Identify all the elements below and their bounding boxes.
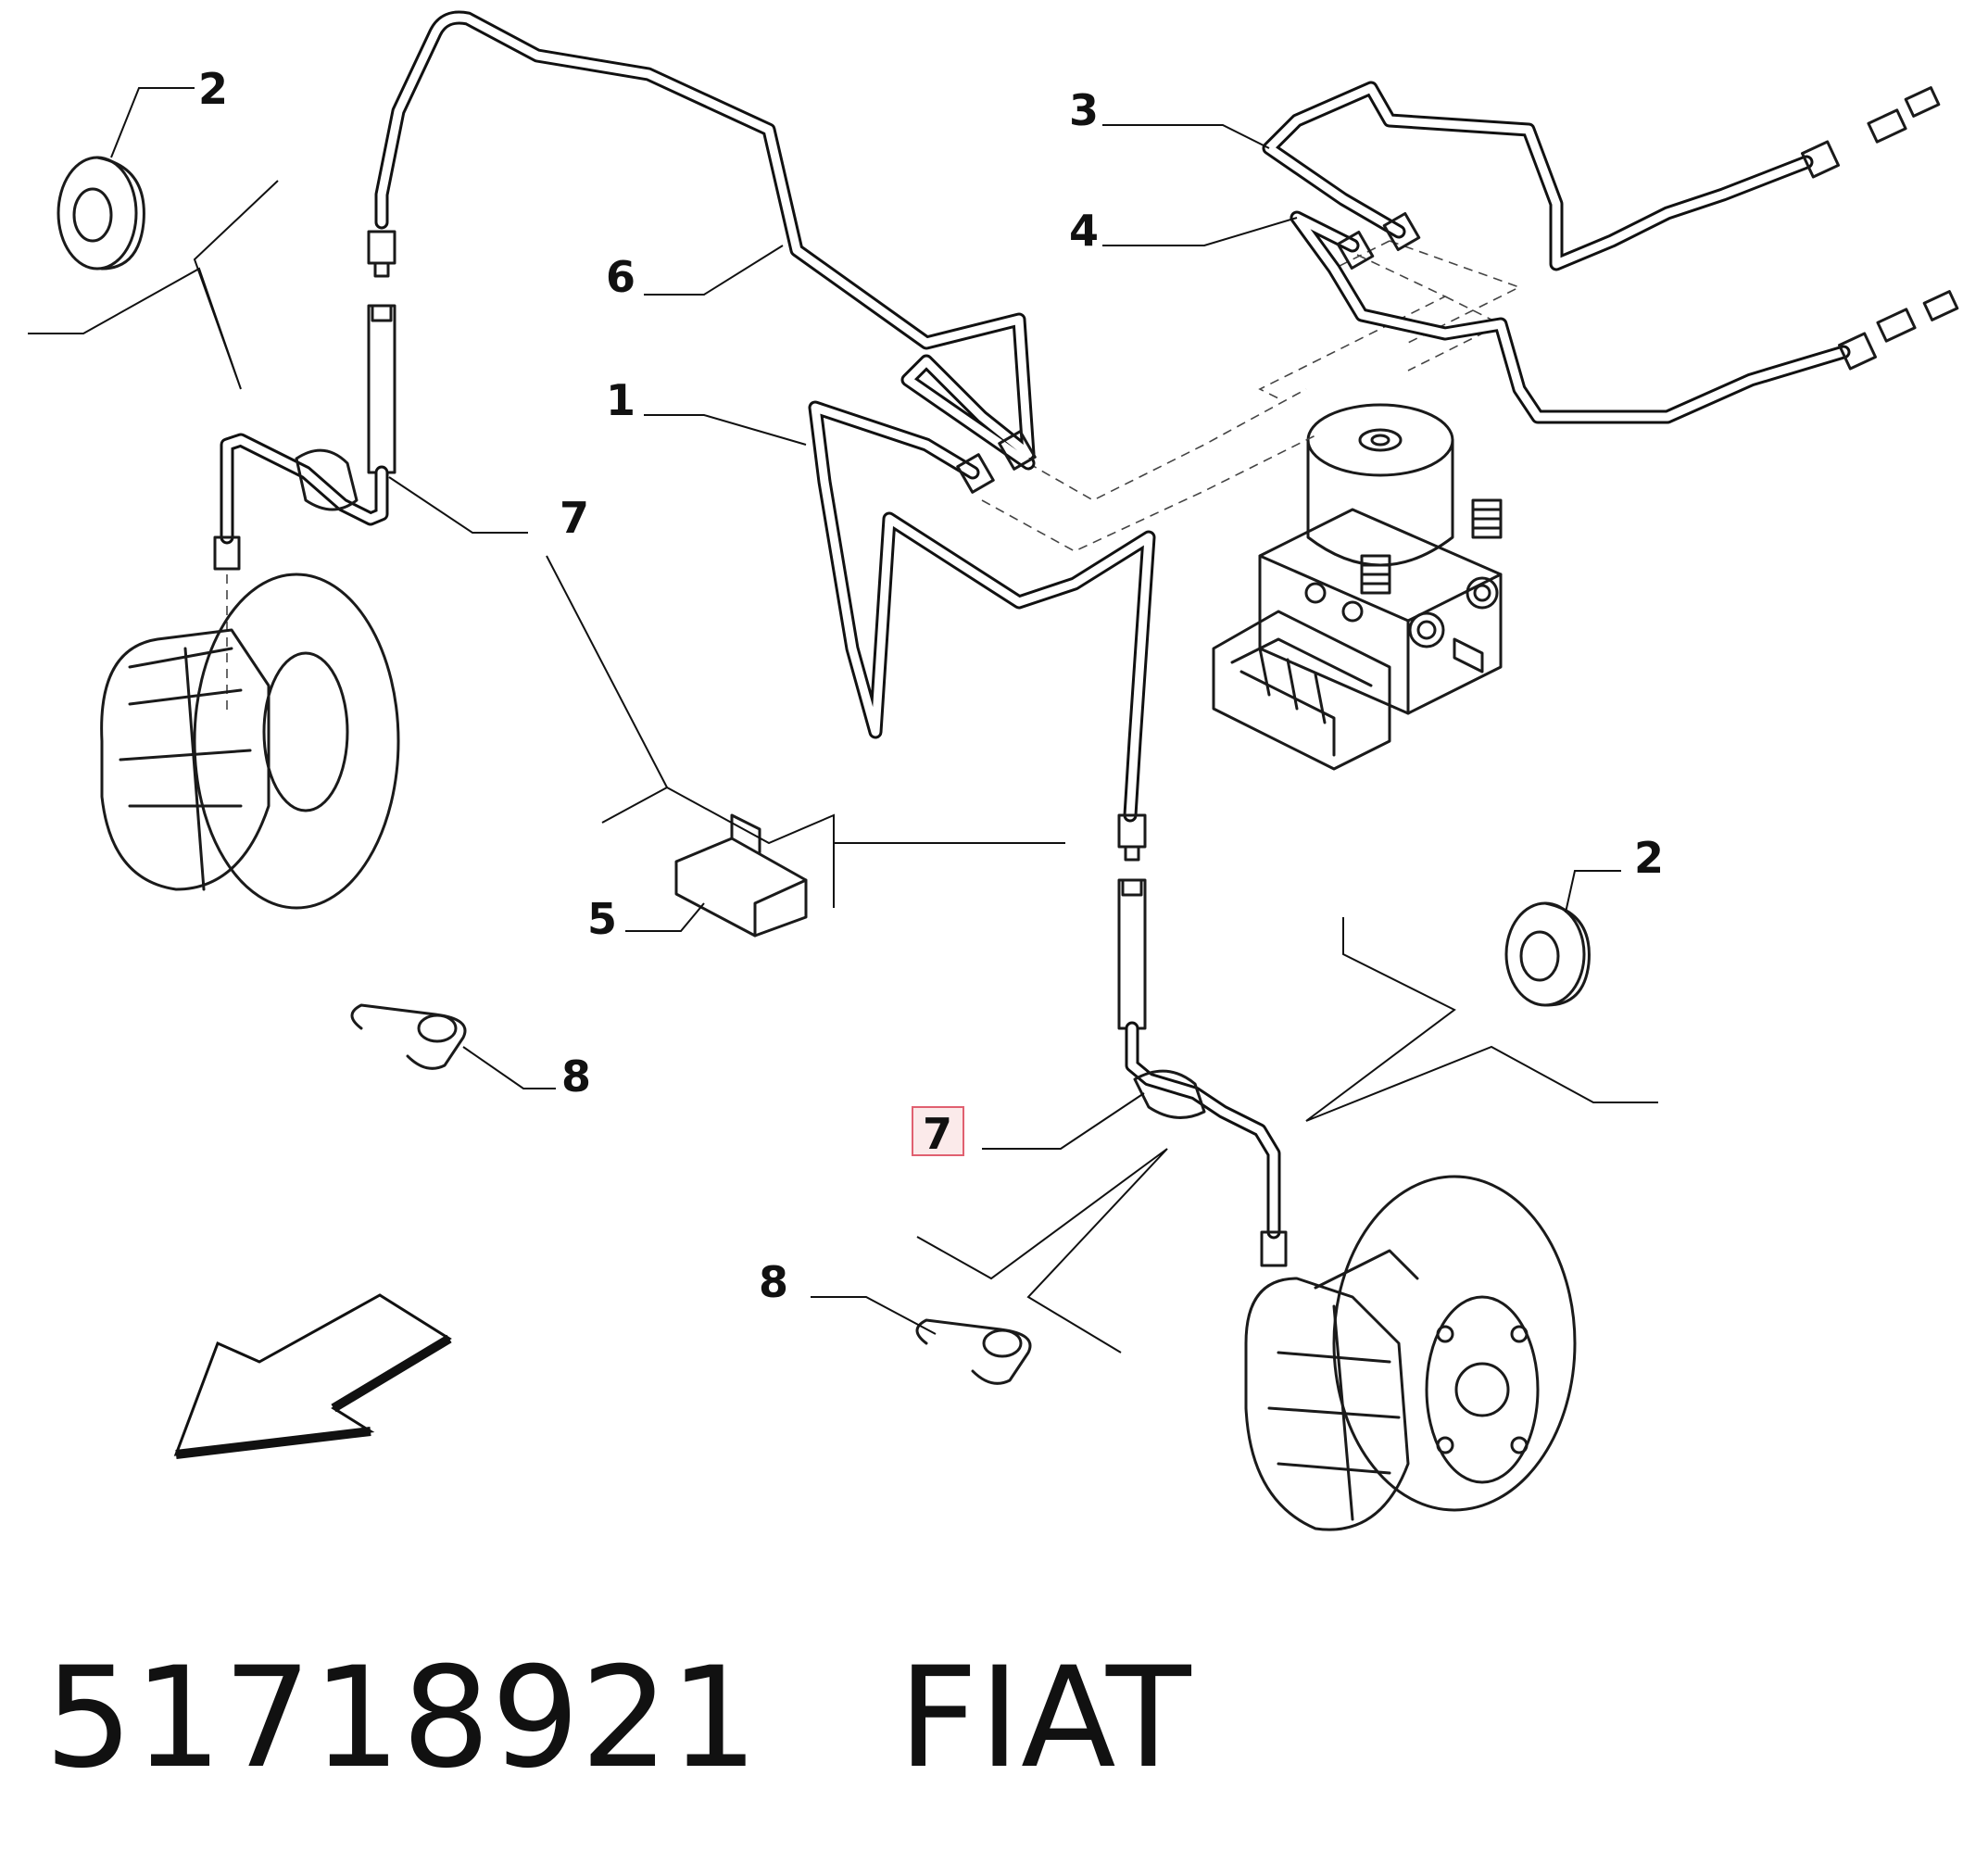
seal-right bbox=[1504, 901, 1591, 1007]
callout-7-highlighted[interactable]: 7 bbox=[912, 1106, 964, 1159]
callout-1: 1 bbox=[606, 375, 635, 425]
left-brake-assembly bbox=[100, 573, 400, 910]
callout-leaders bbox=[110, 87, 1621, 1335]
callout-2-top-left: 2 bbox=[198, 64, 228, 114]
callout-labels: 2 3 4 6 1 7 2 5 8 7 8 bbox=[198, 64, 1664, 1307]
callout-5: 5 bbox=[587, 894, 617, 944]
abs-hydraulic-unit bbox=[1212, 403, 1503, 771]
callout-8-right: 8 bbox=[759, 1257, 788, 1307]
brand-name: FIAT bbox=[898, 1638, 1192, 1799]
bracket bbox=[674, 813, 808, 938]
clip-right bbox=[915, 1318, 1032, 1385]
direction-arrow bbox=[173, 1293, 452, 1459]
clip-left bbox=[350, 1003, 467, 1070]
right-brake-assembly bbox=[1244, 1175, 1577, 1531]
pipe-fittings bbox=[367, 86, 1959, 862]
flex-hose-left bbox=[213, 304, 396, 571]
callout-6: 6 bbox=[606, 252, 635, 302]
seal-left bbox=[57, 156, 145, 271]
part-number: 51718921 bbox=[44, 1638, 760, 1799]
assembly-dashed-lines bbox=[226, 240, 1522, 713]
callout-2-right: 2 bbox=[1634, 833, 1664, 883]
brake-pipes bbox=[374, 10, 1851, 823]
callout-3: 3 bbox=[1069, 85, 1099, 135]
view-reference-lines bbox=[28, 180, 1658, 1353]
flex-hose-right bbox=[1117, 878, 1288, 1267]
callout-8-left: 8 bbox=[561, 1051, 591, 1102]
callout-7-left: 7 bbox=[560, 493, 589, 543]
callout-4: 4 bbox=[1069, 206, 1099, 256]
callout-7-right-label: 7 bbox=[923, 1109, 952, 1159]
